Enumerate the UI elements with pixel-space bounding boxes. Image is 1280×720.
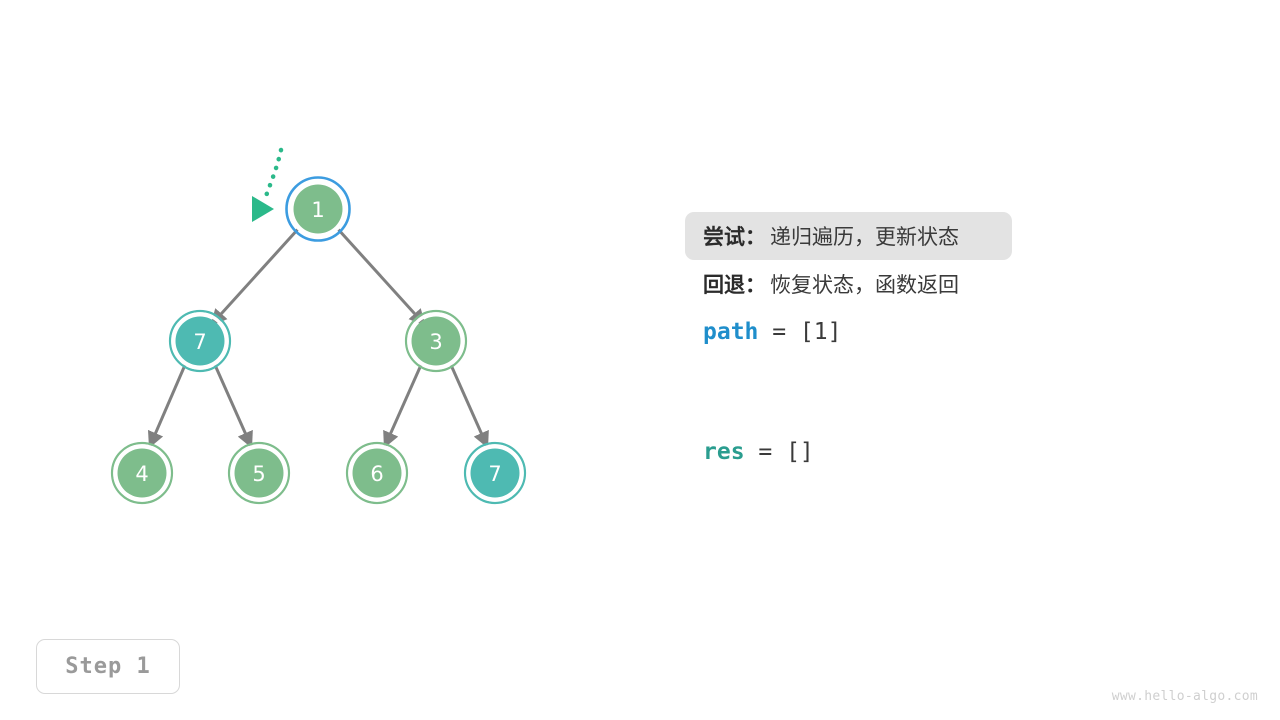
node-4-circle — [117, 448, 167, 498]
edge-3-to-7b — [449, 364, 489, 449]
node-5-circle — [234, 448, 284, 498]
node-6-label: 6 — [370, 462, 383, 486]
res-variable-name: res — [703, 439, 745, 465]
pointer-dotted-path — [263, 147, 284, 199]
node-4-label: 4 — [135, 462, 148, 486]
node-4-outer-ring — [110, 441, 174, 505]
tree-node-7-right[interactable]: 7 — [463, 441, 527, 505]
tree-node-5[interactable]: 5 — [227, 441, 291, 505]
backtrack-line-key: 回退： — [703, 273, 766, 297]
edge-7-to-4 — [147, 364, 187, 449]
node-7l-outer-ring — [168, 309, 232, 373]
pointer-arrowhead-icon — [252, 196, 274, 222]
node-5-label: 5 — [252, 462, 265, 486]
node-7r-outer-ring — [463, 441, 527, 505]
edge-1-to-7 — [210, 226, 301, 326]
watermark: www.hello-algo.com — [1112, 689, 1258, 704]
try-line: 尝试： 递归遍历，更新状态 — [685, 212, 1012, 260]
path-state-line: path = [1] — [685, 308, 1225, 356]
node-1-inner-white-ring — [288, 179, 348, 239]
node-7l-circle — [175, 316, 225, 366]
edge-7-to-5 — [213, 364, 253, 449]
res-variable-value: = [] — [744, 439, 814, 465]
step-badge-label: Step 1 — [65, 654, 151, 679]
tree-edges — [147, 226, 489, 449]
info-panel: 尝试： 递归遍历，更新状态 回退： 恢复状态，函数返回 path = [1] r… — [685, 212, 1225, 476]
node-6-circle — [352, 448, 402, 498]
node-3-inner-white-ring — [407, 312, 465, 370]
edge-1-to-3 — [335, 226, 426, 326]
backtrack-line-value: 恢复状态，函数返回 — [770, 273, 959, 297]
path-variable-value: = [1] — [758, 319, 842, 345]
node-1-label: 1 — [311, 198, 324, 222]
node-7l-inner-white-ring — [171, 312, 229, 370]
tree-node-1[interactable]: 1 — [285, 176, 351, 242]
node-1-circle — [293, 184, 343, 234]
node-1-selection-ring — [285, 176, 351, 242]
node-5-inner-white-ring — [230, 444, 288, 502]
backtrack-line: 回退： 恢复状态，函数返回 — [685, 260, 1225, 308]
binary-tree-diagram: 1 7 3 4 5 — [0, 0, 640, 620]
node-7r-label: 7 — [488, 462, 501, 486]
node-7r-inner-white-ring — [466, 444, 524, 502]
node-7l-label: 7 — [193, 330, 206, 354]
tree-node-4[interactable]: 4 — [110, 441, 174, 505]
node-3-outer-ring — [404, 309, 468, 373]
tree-node-7-left[interactable]: 7 — [168, 309, 232, 373]
node-6-outer-ring — [345, 441, 409, 505]
recursion-entry-pointer — [252, 147, 284, 222]
edge-3-to-6 — [383, 364, 423, 449]
watermark-text: www.hello-algo.com — [1111, 689, 1258, 704]
path-variable-name: path — [703, 319, 759, 345]
try-line-value: 递归遍历，更新状态 — [770, 225, 959, 249]
tree-node-3[interactable]: 3 — [404, 309, 468, 373]
res-state-line: res = [] — [685, 428, 1225, 476]
tree-node-6[interactable]: 6 — [345, 441, 409, 505]
node-3-circle — [411, 316, 461, 366]
try-line-key: 尝试： — [703, 225, 766, 249]
panel-spacer — [685, 356, 1225, 428]
node-4-inner-white-ring — [113, 444, 171, 502]
node-6-inner-white-ring — [348, 444, 406, 502]
node-7r-circle — [470, 448, 520, 498]
step-badge: Step 1 — [36, 639, 180, 694]
node-3-label: 3 — [429, 330, 442, 354]
node-5-outer-ring — [227, 441, 291, 505]
